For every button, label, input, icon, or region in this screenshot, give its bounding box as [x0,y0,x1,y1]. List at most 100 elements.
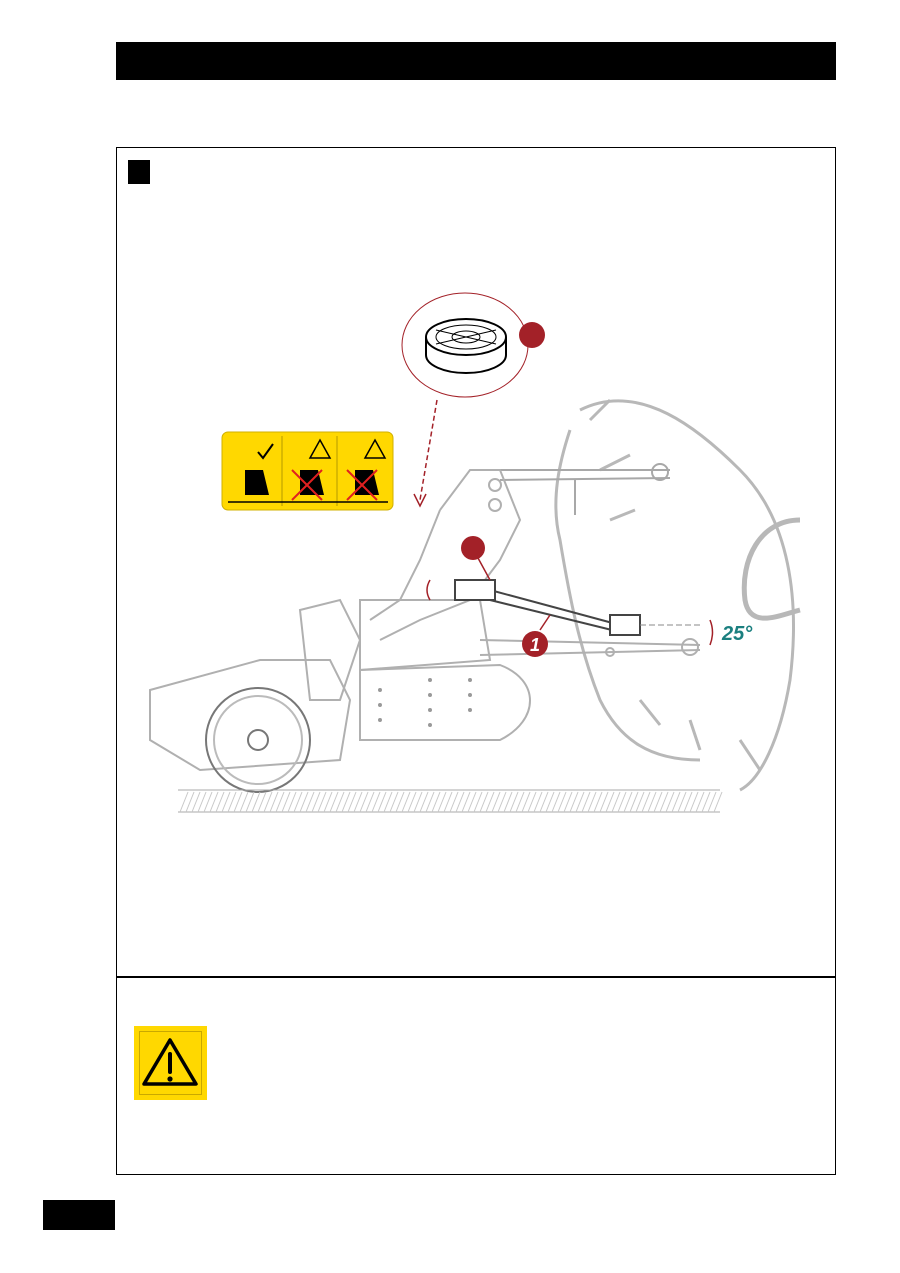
hatch-line [281,791,291,813]
hatch-line [335,791,345,813]
packer-roller [205,687,311,793]
hatch-line [581,791,591,813]
ground-hatch [179,791,723,813]
hatch-line [695,791,705,813]
hatch-line [515,791,525,813]
hatch-line [509,791,519,813]
hatch-line [689,791,699,813]
pto-shaft [426,579,714,646]
hatch-line [443,791,453,813]
hatch-line [293,791,303,813]
hatch-line [527,791,537,813]
pto-shaft-illustration: 1 25° [149,292,801,813]
hatch-line [179,791,189,813]
callout-number: 1 [530,635,540,655]
hatch-line [371,791,381,813]
hatch-line [677,791,687,813]
hatch-line [425,791,435,813]
hatch-line [353,791,363,813]
hatch-line [245,791,255,813]
hatch-line [191,791,201,813]
hatch-line [533,791,543,813]
hatch-line [431,791,441,813]
hatch-line [185,791,195,813]
hatch-line [587,791,597,813]
hatch-line [437,791,447,813]
pto-angle-sticker-icon [221,431,394,511]
hatch-line [365,791,375,813]
hatch-line [617,791,627,813]
frame-holes [378,678,472,727]
hatch-line [347,791,357,813]
hatch-line [563,791,573,813]
hatch-line [455,791,465,813]
bubble-level-icon [425,318,507,374]
warning-triangle-icon [134,1026,207,1100]
hatch-line [395,791,405,813]
hatch-line [401,791,411,813]
hatch-line [503,791,513,813]
hatch-line [263,791,273,813]
hatch-line [311,791,321,813]
hatch-line [269,791,279,813]
angle-label: 25° [721,623,753,645]
bubble-level-callout [401,292,545,508]
hatch-line [377,791,387,813]
step-marker [128,160,150,184]
hatch-line [707,791,717,813]
hatch-line [227,791,237,813]
top-link [499,463,671,515]
hatch-line [299,791,309,813]
hatch-line [389,791,399,813]
hatch-line [569,791,579,813]
hatch-line [713,791,723,813]
hatch-line [629,791,639,813]
hatch-line [341,791,351,813]
hatch-line [215,791,225,813]
hatch-line [539,791,549,813]
hatch-line [203,791,213,813]
hatch-line [419,791,429,813]
hatch-line [221,791,231,813]
hatch-line [239,791,249,813]
callout-dot [461,536,485,560]
hatch-line [473,791,483,813]
hatch-line [287,791,297,813]
hatch-line [329,791,339,813]
hatch-line [593,791,603,813]
hatch-line [557,791,567,813]
hatch-line [647,791,657,813]
section-header-bar [116,42,836,80]
hatch-line [641,791,651,813]
hatch-line [305,791,315,813]
hatch-line [497,791,507,813]
hatch-line [551,791,561,813]
hatch-line [209,791,219,813]
hatch-line [479,791,489,813]
hatch-line [467,791,477,813]
implement-frame [149,469,701,772]
hatch-line [251,791,261,813]
hatch-line [323,791,333,813]
hatch-line [233,791,243,813]
hatch-line [359,791,369,813]
hatch-line [197,791,207,813]
callout-1-badge: 1 [522,631,548,657]
hatch-line [701,791,711,813]
panel-divider [116,976,836,978]
hatch-line [611,791,621,813]
hatch-line [383,791,393,813]
tractor-tire [554,398,801,792]
hatch-line [317,791,327,813]
hatch-line [671,791,681,813]
hatch-line [521,791,531,813]
hatch-line [623,791,633,813]
hatch-line [407,791,417,813]
ground-line [178,789,720,813]
hatch-line [575,791,585,813]
hatch-line [599,791,609,813]
hatch-line [449,791,459,813]
hatch-line [605,791,615,813]
hatch-line [659,791,669,813]
hatch-line [257,791,267,813]
